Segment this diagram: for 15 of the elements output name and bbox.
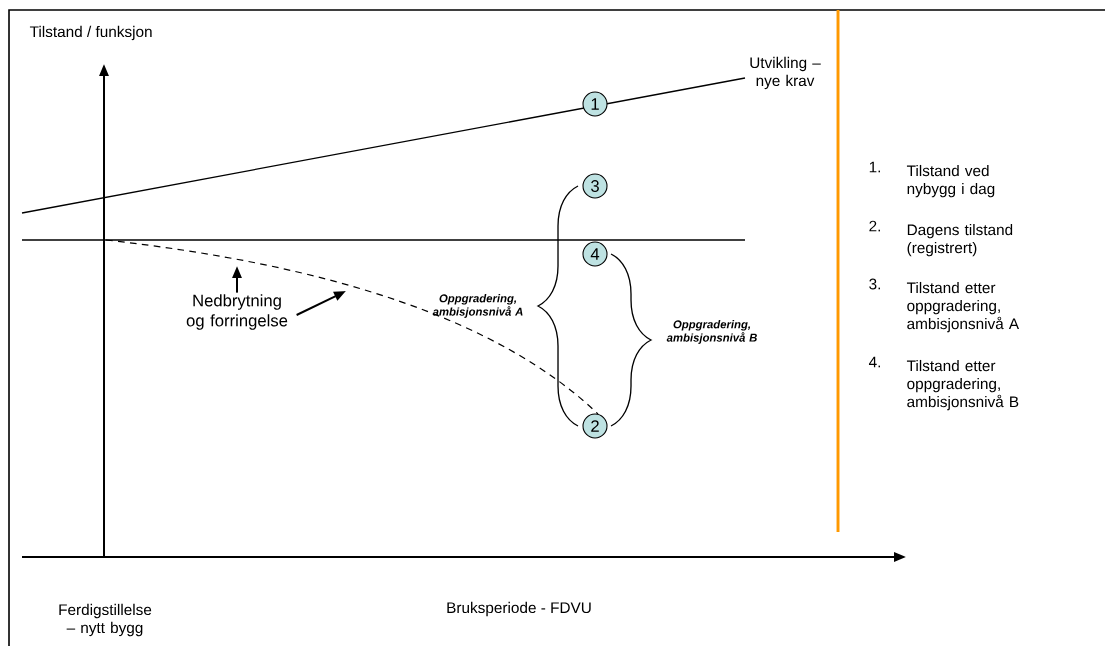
list-text: Tilstand etter oppgradering, ambisjonsnivå A — [906, 281, 1020, 333]
annotation-text: Nedbrytning og forringelse — [186, 294, 288, 330]
brace-label: Oppgradering, ambisjonsnivå B — [666, 320, 757, 344]
list-number: 1. — [869, 161, 880, 173]
list-number: 2. — [869, 220, 880, 232]
list-text: Tilstand ved nybygg i dag — [906, 164, 995, 198]
axis-label: Bruksperiode - FDVU — [447, 601, 591, 617]
list-number: 3. — [869, 278, 880, 290]
brace-label: Oppgradering, ambisjonsnivå A — [432, 294, 523, 318]
axis-title: Tilstand / funksjon — [29, 25, 152, 41]
line-label: Utvikling – nye krav — [750, 56, 821, 90]
list-text: Dagens tilstand (registrert) — [907, 223, 1013, 257]
axis-label: Ferdigstillelse – nytt bygg — [59, 603, 152, 637]
list-number: 4. — [868, 356, 880, 368]
list-text: Tilstand etter oppgradering, ambisjonsnivå B — [906, 359, 1019, 411]
